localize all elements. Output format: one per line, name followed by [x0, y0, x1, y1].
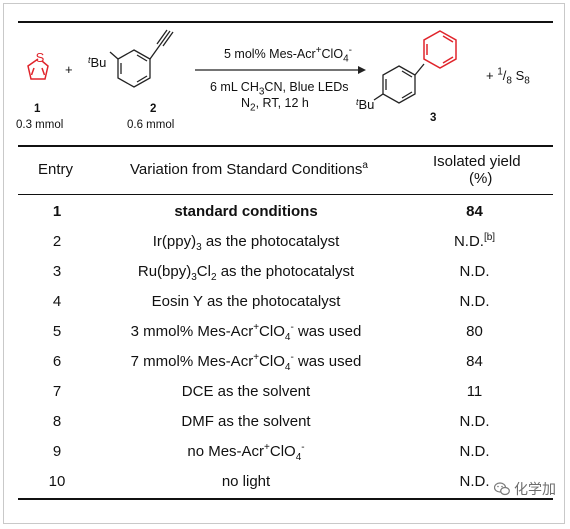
entry-cell: 6 — [52, 353, 62, 371]
entry-cell: 8 — [52, 413, 62, 431]
yield-cell: N.D. — [459, 292, 490, 310]
bottom-rule — [18, 498, 553, 500]
product-structure — [373, 63, 425, 104]
entry-cell: 4 — [52, 292, 62, 310]
yield-cell: 84 — [466, 353, 483, 371]
table-row: 6 7 mmol% Mes-Acr+ClO4- was used 84 — [18, 346, 553, 376]
entry-cell: 9 — [52, 443, 62, 461]
product-tbu-label: tBu — [356, 97, 375, 112]
entry-cell: 10 — [48, 473, 66, 491]
header-entry: Entry — [38, 161, 74, 178]
entry-cell: 2 — [52, 232, 62, 250]
watermark-text: 化学加 — [514, 481, 556, 497]
variation-cell: no Mes-Acr+ClO4- — [187, 442, 305, 464]
variation-cell: DMF as the solvent — [181, 413, 311, 431]
variation-cell: Ir(ppy)3 as the photocatalyst — [152, 232, 340, 253]
yield-cell: N.D. — [459, 413, 490, 431]
wechat-icon — [494, 482, 510, 496]
table-row: 10 no light N.D. — [18, 467, 553, 497]
figure-frame — [3, 3, 565, 524]
header-yield-line1: Isolated yield — [433, 153, 521, 170]
reaction-scheme: S — [27, 29, 457, 104]
table-row: 9 no Mes-Acr+ClO4- N.D. — [18, 437, 553, 467]
condition-catalyst: 5 mol% Mes-Acr+ClO4- — [224, 44, 352, 65]
reactant1-number: 1 — [34, 103, 41, 115]
table-row: 4 Eosin Y as the photocatalyst N.D. — [18, 286, 553, 316]
variation-cell: DCE as the solvent — [181, 383, 311, 401]
yield-cell: N.D. — [459, 473, 490, 491]
reactant2-number: 2 — [150, 103, 157, 115]
thiophene-structure — [27, 58, 49, 80]
condition-solvent-light: 6 mL CH3CN, Blue LEDs — [210, 80, 349, 98]
results-table: 1 standard conditions 84 2 Ir(ppy)3 as t… — [18, 196, 553, 497]
table-row: 2 Ir(ppy)3 as the photocatalyst N.D.[b] — [18, 226, 553, 256]
alkyne-structure — [109, 29, 174, 88]
yield-cell: N.D. — [459, 262, 490, 280]
product-phenyl-ring — [423, 30, 457, 69]
product-number: 3 — [430, 112, 437, 124]
header-variation: Variation from Standard Conditionsa — [130, 160, 368, 179]
table-row: 5 3 mmol% Mes-Acr+ClO4- was used 80 — [18, 316, 553, 346]
variation-cell: standard conditions — [174, 202, 318, 220]
variation-cell: 3 mmol% Mes-Acr+ClO4- was used — [130, 321, 362, 343]
table-row: 1 standard conditions 84 — [18, 196, 553, 226]
arrow-head — [358, 66, 366, 74]
sulfur-atom: S — [36, 50, 45, 65]
entry-cell: 5 — [52, 322, 62, 340]
yield-cell: N.D.[b] — [453, 231, 496, 250]
yield-cell: 80 — [466, 322, 483, 340]
plus-sign: + — [65, 62, 73, 77]
yield-cell: N.D. — [459, 443, 490, 461]
variation-cell: 7 mmol% Mes-Acr+ClO4- was used — [130, 352, 362, 374]
entry-cell: 7 — [52, 383, 62, 401]
header-top-rule — [18, 145, 553, 147]
condition-atmosphere-time: N2, RT, 12 h — [241, 96, 309, 114]
variation-cell: Ru(bpy)3Cl2 as the photocatalyst — [137, 262, 355, 283]
variation-cell: no light — [221, 473, 271, 491]
header-yield-line2: (%) — [469, 170, 493, 187]
reactant1-amount: 0.3 mmol — [16, 119, 64, 131]
table-row: 7 DCE as the solvent 11 — [18, 377, 553, 407]
reactant2-amount: 0.6 mmol — [127, 119, 175, 131]
watermark: 化学加 — [494, 479, 556, 499]
yield-cell: 11 — [466, 383, 483, 401]
variation-cell: Eosin Y as the photocatalyst — [151, 292, 341, 310]
top-rule — [18, 21, 553, 23]
yield-cell: 84 — [466, 202, 483, 220]
header-bottom-rule — [18, 194, 553, 195]
entry-cell: 3 — [52, 262, 62, 280]
table-row: 3 Ru(bpy)3Cl2 as the photocatalyst N.D. — [18, 256, 553, 286]
entry-cell: 1 — [52, 202, 62, 220]
reactant2-tbu-label: tBu — [88, 55, 107, 70]
byproduct-sulfur: + 1/8 S8 — [486, 66, 530, 87]
table-row: 8 DMF as the solvent N.D. — [18, 407, 553, 437]
